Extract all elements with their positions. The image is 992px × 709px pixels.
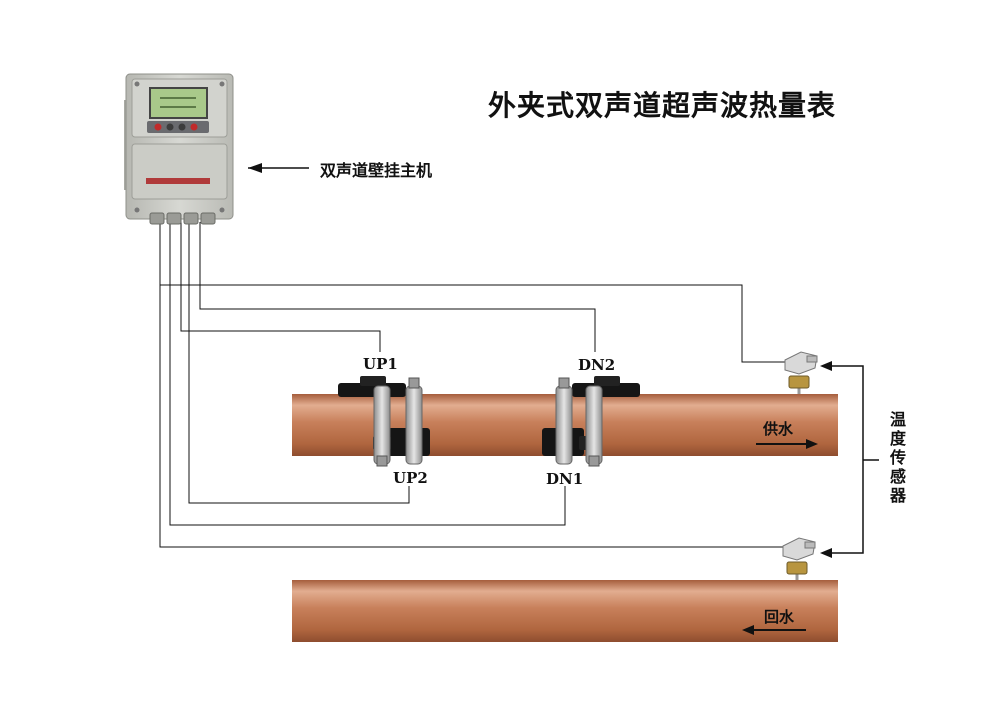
wire-temp-return (159, 222, 785, 548)
transducer-label-up1: UP1 (363, 355, 398, 373)
wire-up1 (180, 222, 381, 352)
clamps-up (373, 377, 423, 467)
transducer-up1 (338, 376, 406, 397)
supply-water-label: 供水 (763, 420, 794, 438)
host-pointer-arrow (248, 163, 309, 173)
wall-mount-host (124, 73, 234, 225)
wire-dn2 (199, 222, 596, 352)
transducer-label-dn2: DN2 (578, 356, 616, 374)
sensor-arrowhead-return (820, 548, 832, 558)
page-title: 外夹式双声道超声波热量表 (488, 89, 837, 122)
sensor-bracket (826, 365, 879, 554)
return-pipe (292, 580, 838, 642)
host-label: 双声道壁挂主机 (320, 161, 433, 180)
lcd-screen (149, 87, 208, 119)
sensor-arrowhead-supply (820, 361, 832, 371)
temperature-sensor-return (782, 537, 816, 580)
wire-temp-supply (160, 284, 785, 363)
transducer-dn2 (572, 376, 640, 397)
signal-wires (159, 222, 785, 548)
supply-flow-arrow (756, 439, 818, 449)
return-flow-arrow (742, 625, 806, 635)
wire-up2 (188, 222, 410, 504)
transducer-label-up2: UP2 (393, 469, 428, 487)
clamps-dn (555, 377, 603, 467)
return-water-label: 回水 (764, 608, 795, 626)
transducer-label-dn1: DN1 (546, 470, 584, 488)
temperature-sensor-supply (784, 351, 818, 394)
wire-dn1 (169, 222, 566, 526)
temperature-sensor-label: 温度传感器 (889, 410, 906, 505)
